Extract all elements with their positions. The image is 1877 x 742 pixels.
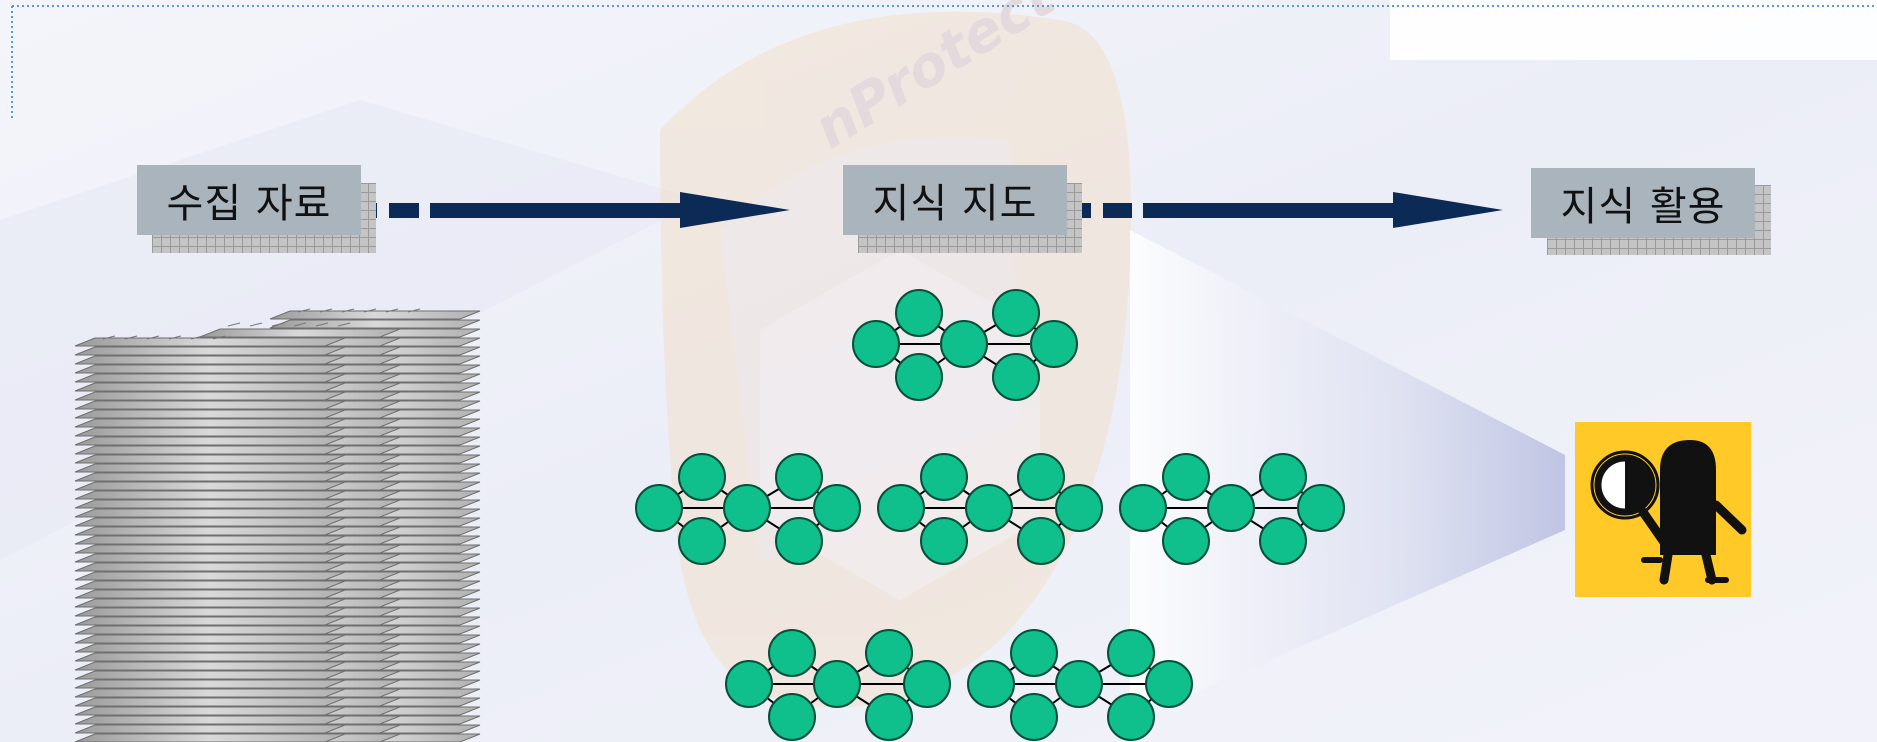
search-beam — [1130, 230, 1565, 700]
flow-arrow-1 — [364, 192, 790, 228]
step-label-collected-data: 수집 자료 — [137, 165, 361, 235]
network-cluster — [967, 629, 1193, 741]
flow-arrow-2 — [1077, 192, 1503, 228]
dotted-frame — [11, 5, 1877, 118]
paper-pile — [74, 335, 346, 742]
network-cluster — [1119, 453, 1345, 565]
step-label-knowledge-map: 지식 지도 — [843, 165, 1067, 235]
paper-stack-icon — [74, 308, 481, 742]
network-cluster — [877, 453, 1103, 565]
network-graph-icon — [635, 289, 1345, 741]
network-cluster — [635, 453, 861, 565]
magnifier-person-icon — [1575, 422, 1751, 597]
step-label-knowledge-use: 지식 활용 — [1531, 168, 1755, 238]
network-cluster — [852, 289, 1078, 401]
network-cluster — [725, 629, 951, 741]
